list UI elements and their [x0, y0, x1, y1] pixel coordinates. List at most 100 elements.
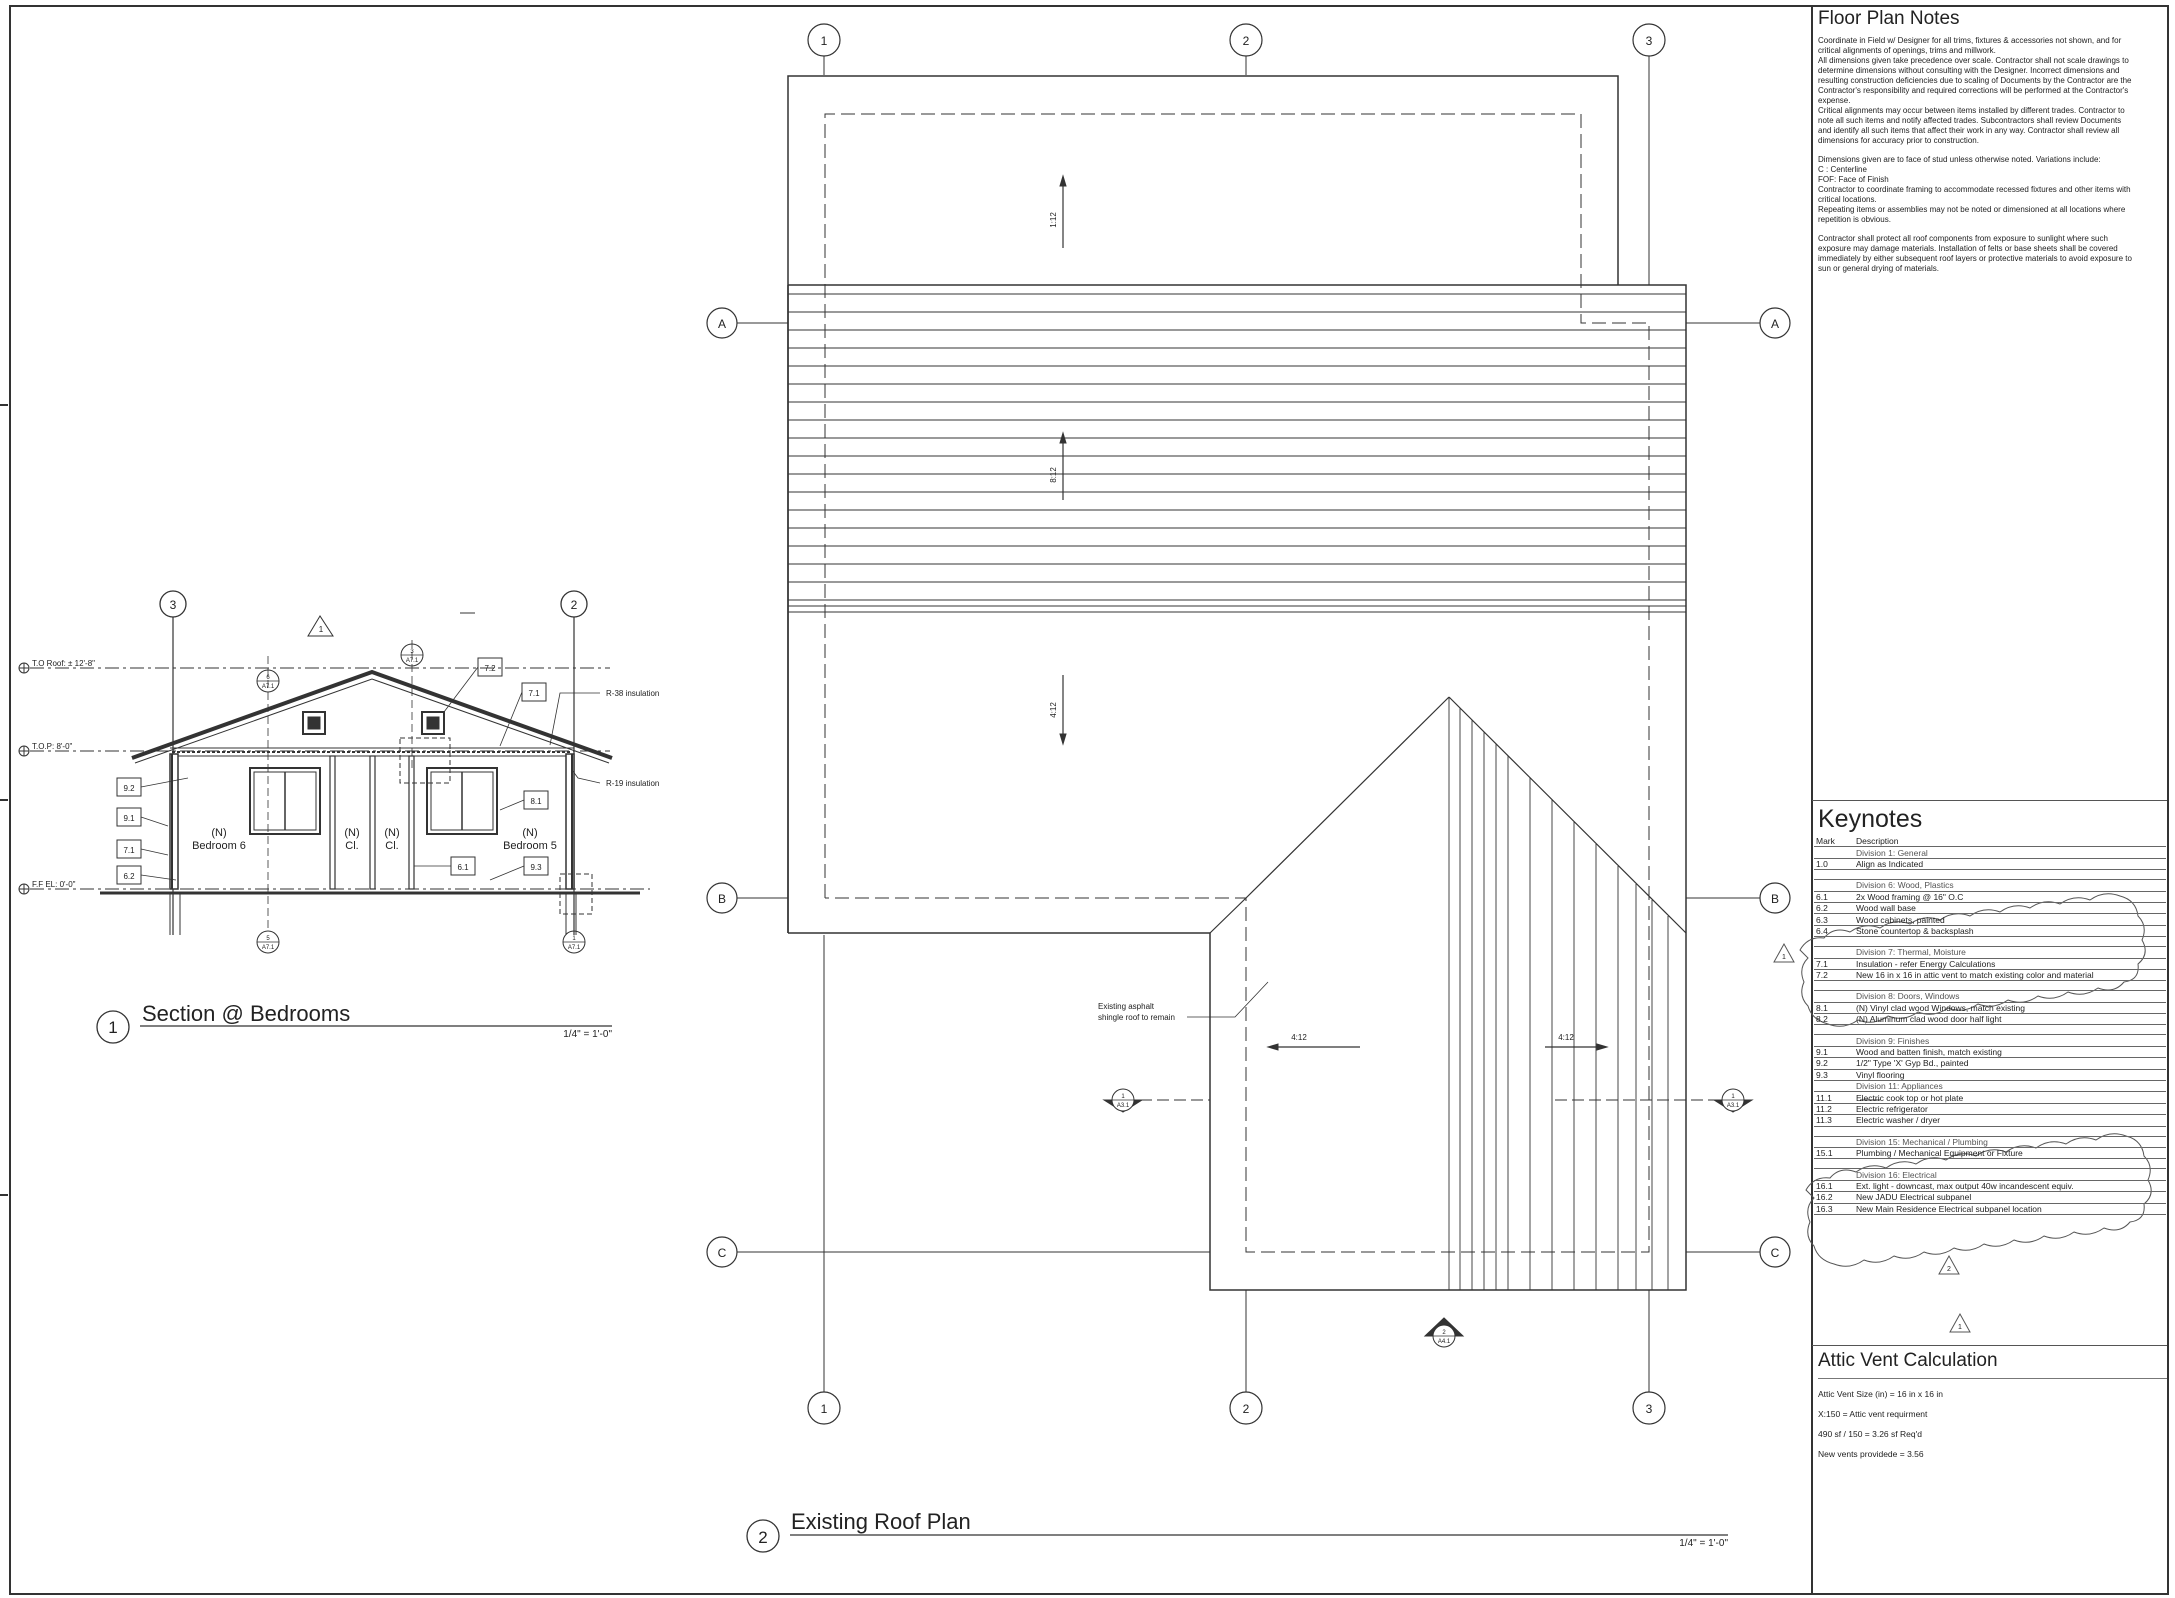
- roof-grid-bubble-c-left: [706, 1236, 738, 1268]
- roof-scale: 1/4" = 1'-0": [1679, 1538, 1728, 1549]
- keynote-description: Plumbing / Mechanical Equipment or Fixtu…: [1854, 1147, 2166, 1160]
- insulation-r19-label: R-19 insulation: [606, 779, 659, 788]
- keynote-description: 1/2" Type 'X' Gyp Bd., painted: [1854, 1057, 2166, 1070]
- roof-grid-bubble-1-bottom: [807, 1391, 841, 1425]
- tag-8-1: 8.1: [530, 797, 542, 806]
- level-marker-roof: [18, 662, 30, 674]
- roof-hatch-horizontal: [788, 293, 1686, 613]
- keynotes-header-row: Mark Description: [1814, 836, 2166, 848]
- roof-plan-text: 1 2 3 1 2 3 A A B B C C 1:12 8:12 4:12 4…: [718, 34, 1780, 1549]
- roof-title: Existing Roof Plan: [791, 1509, 971, 1534]
- slope-label-lower: 4:12: [1049, 702, 1058, 718]
- keynote-description: New Main Residence Electrical subpanel l…: [1854, 1203, 2166, 1215]
- keynote-mark: [1814, 990, 1854, 1003]
- room-closet-2-name: Cl.: [385, 840, 398, 852]
- roof-title-number-circle: [746, 1519, 780, 1553]
- keynote-description: New 16 in x 16 in attic vent to match ex…: [1854, 969, 2166, 982]
- keynote-mark: [1814, 1080, 1854, 1093]
- keynote-description: Electric refrigerator: [1854, 1103, 2166, 1116]
- keynote-mark: 16.2: [1814, 1191, 1854, 1204]
- room-bedroom-6-name: Bedroom 6: [192, 840, 246, 852]
- revision-triangle-attic-label: 1: [1958, 1324, 1962, 1331]
- room-closet-1-prefix: (N): [344, 827, 359, 839]
- slope-label-wing-left: 4:12: [1291, 1033, 1307, 1042]
- keynote-mark: 6.1: [1814, 891, 1854, 903]
- section-grid-bubble-2: [560, 590, 588, 618]
- keynote-row-division: Division 15: Mechanical / Plumbing: [1814, 1136, 2166, 1149]
- floor-plan-note-paragraph-1: Coordinate in Field w/ Designer for all …: [1818, 36, 2132, 145]
- keynote-description: Wood and batten finish, match existing: [1854, 1046, 2166, 1059]
- section-revision-triangle: [307, 615, 334, 637]
- floor-plan-notes-title: Floor Plan Notes: [1818, 8, 1960, 29]
- keynote-row-division: Division 9: Finishes: [1814, 1034, 2166, 1047]
- keynote-row-spacer: [1814, 1158, 2166, 1170]
- keynote-row-division: Division 1: General: [1814, 846, 2166, 859]
- keynote-mark: [1814, 1158, 1854, 1170]
- keynote-row-item: 8.2(N) Aluminum clad wood door half ligh…: [1814, 1013, 2166, 1026]
- keynote-description: Ext. light - downcast, max output 40w in…: [1854, 1180, 2166, 1193]
- roof-plan-drawing: [706, 23, 1880, 1553]
- keynote-mark: 6.3: [1814, 913, 1854, 926]
- attic-vent-line-4: New vents providede = 3.56: [1818, 1449, 1924, 1459]
- keynote-revision-labels: 1 2 1: [1782, 954, 1962, 1331]
- tag-9-3: 9.3: [530, 863, 542, 872]
- level-marker-floor: [18, 883, 30, 895]
- keynote-description: [1854, 936, 2166, 948]
- roof-grid-bubble-2-bottom: [1229, 1391, 1263, 1425]
- keynote-row-division: Division 6: Wood, Plastics: [1814, 879, 2166, 892]
- roof-grid-bubble-1-top: [807, 23, 841, 57]
- detail-ref-num-3: 3: [410, 649, 414, 655]
- keynote-description: Division 6: Wood, Plastics: [1854, 879, 2166, 892]
- keynote-row-spacer: [1814, 936, 2166, 948]
- detail-ref-sheet-1: A7.1: [568, 945, 581, 951]
- attic-vent-title: Attic Vent Calculation: [1818, 1350, 2167, 1379]
- detail-ref-num-6: 6: [266, 675, 270, 681]
- keynote-description: (N) Vinyl clad wood Windows, match exist…: [1854, 1002, 2166, 1015]
- roof-note-line-2: shingle roof to remain: [1098, 1013, 1175, 1022]
- keynote-row-division: Division 11: Appliances: [1814, 1080, 2166, 1093]
- keynote-mark: [1814, 980, 1854, 992]
- roof-grid-label-a-right: A: [1771, 317, 1779, 331]
- insulation-r38-label: R-38 insulation: [606, 689, 659, 698]
- keynote-description: Stone countertop & backsplash: [1854, 925, 2166, 938]
- keynote-mark: [1814, 1024, 1854, 1036]
- attic-vent-line-1: Attic Vent Size (in) = 16 in x 16 in: [1818, 1389, 1943, 1399]
- keynote-mark: 16.3: [1814, 1203, 1854, 1215]
- floor-plan-note-paragraph-3: Contractor shall protect all roof compon…: [1818, 234, 2132, 273]
- keynote-mark: 8.1: [1814, 1002, 1854, 1015]
- keynotes-header-description: Description: [1854, 836, 2166, 848]
- revision-triangle-2: [1938, 1254, 1960, 1275]
- section-grid-label-2: 2: [571, 598, 578, 612]
- keynote-mark: 11.1: [1814, 1091, 1854, 1104]
- keynote-description: Electric washer / dryer: [1854, 1114, 2166, 1127]
- keynote-row-item: 8.1(N) Vinyl clad wood Windows, match ex…: [1814, 1002, 2166, 1015]
- slope-label-upper: 1:12: [1049, 212, 1058, 228]
- keynote-description: Division 1: General: [1854, 846, 2166, 859]
- keynote-mark: 1.0: [1814, 858, 1854, 871]
- room-bedroom-5-name: Bedroom 5: [503, 840, 557, 852]
- roof-grid-bubble-a-left: [706, 307, 738, 339]
- roof-title-number: 2: [758, 1528, 767, 1547]
- section-marker-bottom-num: 2: [1442, 1330, 1446, 1336]
- keynote-row-spacer: [1814, 980, 2166, 992]
- revision-triangle-1-label: 1: [1782, 954, 1786, 961]
- section-text: 3 2 1 T.O Roof: ± 12'-8" T.O.P: 8'-0" F.…: [32, 598, 659, 1040]
- keynote-mark: 9.1: [1814, 1046, 1854, 1059]
- keynote-description: Division 16: Electrical: [1854, 1168, 2166, 1181]
- keynote-mark: 15.1: [1814, 1147, 1854, 1160]
- detail-ref-sheet-6: A7.1: [262, 684, 275, 690]
- detail-ref-sheet-5: A7.1: [262, 945, 275, 951]
- roof-grid-bubble-2-top: [1229, 23, 1263, 57]
- keynote-description: [1854, 1158, 2166, 1170]
- keynote-description: Insulation - refer Energy Calculations: [1854, 958, 2166, 970]
- room-closet-2-prefix: (N): [384, 827, 399, 839]
- detail-ref-sheet-3: A7.1: [406, 658, 419, 664]
- section-marker-left-sheet: A3.1: [1117, 1103, 1130, 1109]
- section-revision-number: 1: [319, 625, 324, 634]
